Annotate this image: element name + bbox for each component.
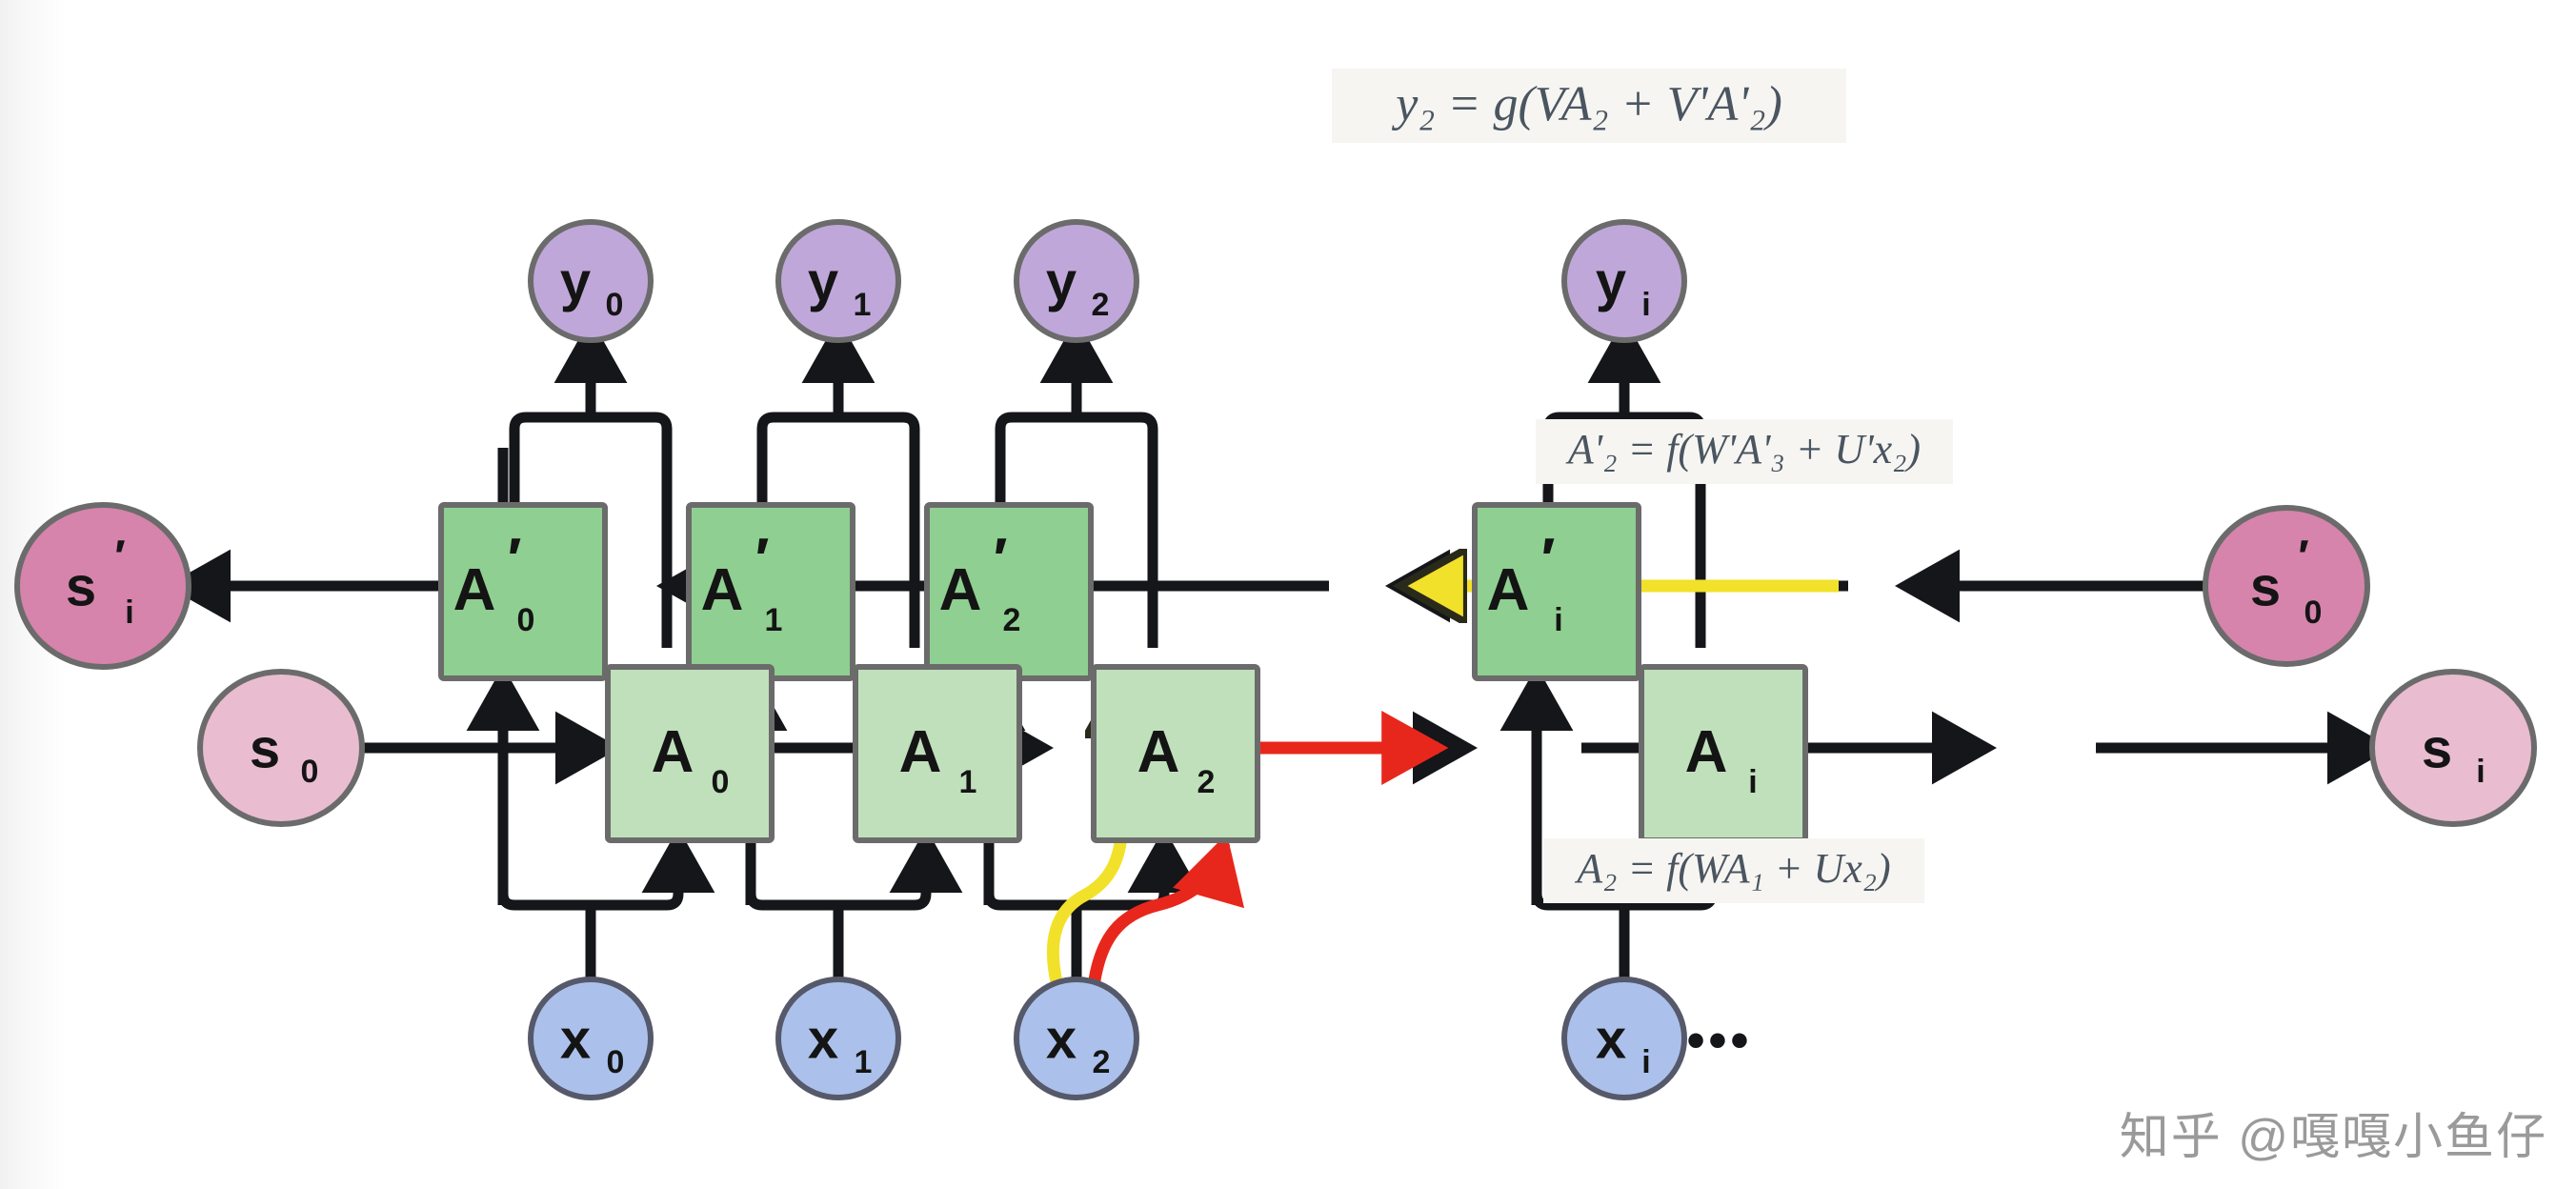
output-node-0-base: y bbox=[560, 251, 591, 312]
state-node-backward-in-base: s bbox=[2250, 555, 2281, 617]
state-node-forward-in[interactable]: s 0 bbox=[197, 669, 365, 827]
input-node-1[interactable]: x 1 bbox=[775, 977, 901, 1100]
forward-cell-2-base: A bbox=[1137, 719, 1180, 785]
state-node-backward-in-sub: 0 bbox=[2304, 594, 2323, 631]
state-node-backward-out-prime: ′ bbox=[114, 533, 126, 583]
backward-cell-i-base: A bbox=[1487, 557, 1530, 623]
backward-cell-0-base: A bbox=[453, 557, 496, 623]
equation-labels: y₂ = g(VA₂ + V'A'₂) A'₂ = f(W'A'₃ + U'x₂… bbox=[1332, 69, 1953, 903]
input-node-2-sub: 2 bbox=[1093, 1044, 1111, 1080]
state-node-backward-in-prime: ′ bbox=[2298, 533, 2309, 583]
backward-equation: A'₂ = f(W'A'₃ + U'x₂) bbox=[1536, 419, 1953, 484]
input-node-0-sub: 0 bbox=[607, 1044, 625, 1080]
output-node-2-sub: 2 bbox=[1092, 287, 1110, 323]
input-node-i-base: x bbox=[1596, 1008, 1626, 1070]
forward-cell-1-base: A bbox=[899, 719, 942, 785]
backward-cell-1[interactable]: A ′ 1 bbox=[686, 502, 855, 681]
backward-cell-i-sub: i bbox=[1554, 602, 1562, 638]
input-node-2-base: x bbox=[1046, 1008, 1077, 1070]
input-node-0[interactable]: x 0 bbox=[528, 977, 654, 1100]
forward-cell-0[interactable]: A 0 bbox=[605, 664, 775, 843]
forward-cell-2[interactable]: A 2 bbox=[1091, 664, 1260, 843]
output-node-1-sub: 1 bbox=[854, 287, 872, 323]
forward-cell-1[interactable]: A 1 bbox=[853, 664, 1022, 843]
output-equation-text: y₂ = g(VA₂ + V'A'₂) bbox=[1391, 77, 1782, 131]
output-node-0[interactable]: y 0 bbox=[528, 219, 654, 343]
forward-cell-0-base: A bbox=[652, 719, 694, 785]
output-node-2-base: y bbox=[1046, 251, 1077, 312]
forward-equation-bg bbox=[1543, 838, 1924, 903]
backward-cell-1-base: A bbox=[701, 557, 744, 623]
forward-cells: A 0 A 1 A 2 A i bbox=[605, 664, 1808, 843]
input-node-2[interactable]: x 2 bbox=[1014, 977, 1139, 1100]
state-node-backward-out-sub: i bbox=[125, 594, 133, 631]
backward-cell-1-prime: ′ bbox=[755, 527, 770, 593]
output-node-i-sub: i bbox=[1641, 287, 1650, 323]
output-node-1[interactable]: y 1 bbox=[775, 219, 901, 343]
output-equation-bg bbox=[1332, 69, 1846, 143]
input-node-0-base: x bbox=[560, 1008, 591, 1070]
backward-cell-2-sub: 2 bbox=[1003, 602, 1021, 638]
state-nodes: s ′ i s 0 s ′ 0 s i bbox=[14, 502, 2537, 827]
state-node-backward-in[interactable]: s ′ 0 bbox=[2203, 505, 2370, 667]
forward-cell-1-sub: 1 bbox=[959, 764, 977, 800]
input-to-forward-highlight bbox=[1087, 834, 1245, 987]
state-node-forward-out[interactable]: s i bbox=[2369, 669, 2537, 827]
forward-cell-i-base: A bbox=[1685, 719, 1728, 785]
backward-cell-1-sub: 1 bbox=[765, 602, 783, 638]
input-nodes: x 0 x 1 x 2 x i bbox=[528, 977, 1687, 1100]
input-node-i[interactable]: x i bbox=[1561, 977, 1687, 1100]
forward-cell-2-sub: 2 bbox=[1197, 764, 1216, 800]
forward-equation-text: A₂ = f(WA₁ + Ux₂) bbox=[1574, 845, 1890, 892]
output-equation: y₂ = g(VA₂ + V'A'₂) bbox=[1332, 69, 1846, 143]
forward-cell-0-sub: 0 bbox=[712, 764, 730, 800]
backward-cell-2-base: A bbox=[939, 557, 982, 623]
backward-cell-0-prime: ′ bbox=[508, 527, 522, 593]
state-node-backward-out-base: s bbox=[66, 555, 96, 617]
output-node-2[interactable]: y 2 bbox=[1014, 219, 1139, 343]
backward-cell-2[interactable]: A ′ 2 bbox=[924, 502, 1094, 681]
backward-equation-bg bbox=[1536, 419, 1953, 484]
backward-cell-2-prime: ′ bbox=[994, 527, 1008, 593]
state-node-backward-out[interactable]: s ′ i bbox=[14, 502, 191, 670]
backward-equation-text: A'₂ = f(W'A'₃ + U'x₂) bbox=[1565, 426, 1921, 473]
state-node-forward-out-sub: i bbox=[2476, 754, 2485, 790]
input-node-i-sub: i bbox=[1641, 1044, 1650, 1080]
backward-cell-0-sub: 0 bbox=[517, 602, 535, 638]
input-node-1-base: x bbox=[808, 1008, 838, 1070]
state-node-forward-in-sub: 0 bbox=[301, 754, 319, 790]
backward-cell-i[interactable]: A ′ i bbox=[1472, 502, 1641, 681]
sequence-ellipsis: ••• bbox=[1687, 1012, 1753, 1069]
output-node-1-base: y bbox=[808, 251, 838, 312]
output-nodes: y 0 y 1 y 2 y i bbox=[528, 219, 1687, 343]
state-node-forward-in-base: s bbox=[250, 717, 280, 779]
backward-cell-i-prime: ′ bbox=[1541, 527, 1556, 593]
output-node-i-base: y bbox=[1596, 251, 1626, 312]
forward-equation: A₂ = f(WA₁ + Ux₂) bbox=[1543, 838, 1924, 903]
state-node-forward-out-base: s bbox=[2422, 717, 2452, 779]
forward-cell-i-sub: i bbox=[1748, 764, 1757, 800]
output-node-i[interactable]: y i bbox=[1561, 219, 1687, 343]
backward-cell-0[interactable]: A ′ 0 bbox=[438, 502, 608, 681]
forward-cell-i[interactable]: A i bbox=[1639, 664, 1808, 843]
output-node-0-sub: 0 bbox=[606, 287, 624, 323]
input-node-1-sub: 1 bbox=[855, 1044, 873, 1080]
input-to-backward-highlight bbox=[1046, 681, 1122, 988]
